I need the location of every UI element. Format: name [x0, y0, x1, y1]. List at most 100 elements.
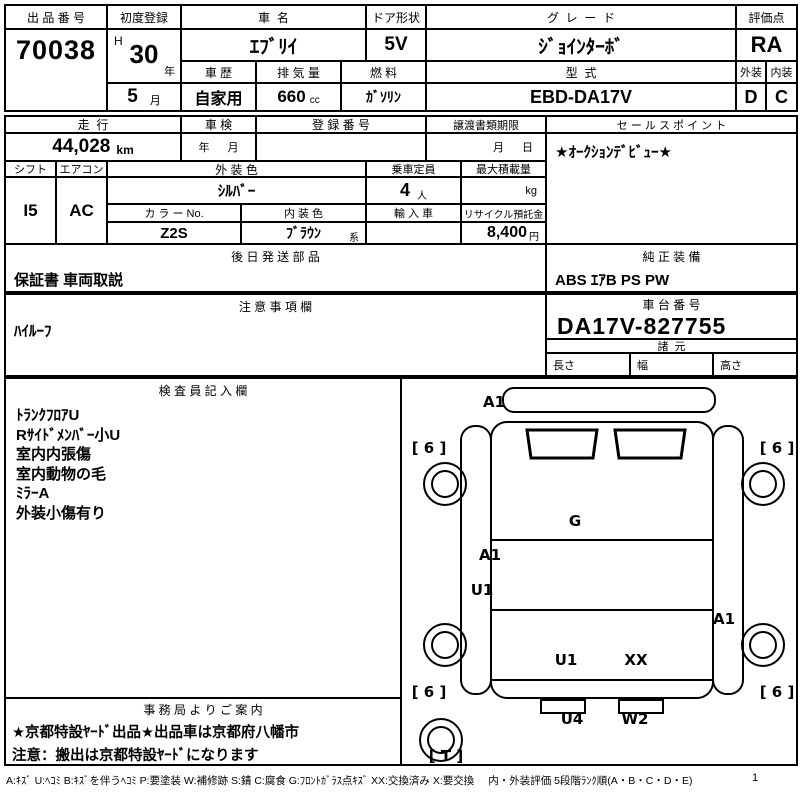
inspection-value-cell: 年 月: [180, 132, 257, 162]
door-shape-value: 5V: [365, 28, 427, 62]
diagram-mark: [ T ]: [428, 747, 464, 765]
model-code-value: EBD-DA17V: [425, 82, 737, 112]
genuine-equipment-section: 純 正 装 備 ABS ｴｱB PS PW: [545, 243, 798, 293]
color-number-label: カ ラ ー No.: [106, 203, 242, 223]
grade-label: グ レ ー ド: [425, 4, 737, 30]
car-outline-svg: [419, 387, 785, 762]
capacity-label: 乗車定員: [365, 160, 462, 178]
genuine-equipment-value: ABS ｴｱB PS PW: [555, 272, 670, 289]
first-registration-year-cell: H 30 年: [106, 28, 182, 84]
aircon-value: AC: [55, 176, 108, 245]
mileage-unit: km: [116, 142, 134, 157]
recycle-deposit-unit: 円: [529, 232, 539, 243]
inspection-year: 年: [198, 142, 210, 154]
model-code-label: 型 式: [425, 60, 737, 84]
inspector-note: 外装小傷有り: [16, 504, 107, 522]
color-number-value: Z2S: [106, 221, 242, 245]
import-label: 輸 入 車: [365, 203, 462, 223]
fuel-label: 燃 料: [340, 60, 427, 84]
inspector-label: 検 査 員 記 入 欄: [158, 384, 248, 398]
chassis-number-label: 車 台 番 号: [642, 298, 701, 312]
later-parts-value: 保証書 車両取説: [14, 272, 124, 289]
shift-value: I5: [4, 176, 57, 245]
month-suffix: 月: [149, 95, 161, 107]
history-label: 車 歴: [180, 60, 257, 84]
chassis-number-section: 車 台 番 号 DA17V-827755: [545, 293, 798, 340]
auction-number-label: 出 品 番 号: [4, 4, 108, 30]
caution-label: 注 意 事 項 欄: [238, 300, 313, 314]
caution-value: ﾊｲﾙｰﾌ: [14, 323, 52, 340]
sales-point-value: ★ｵｰｸｼｮﾝﾃﾞﾋﾞｭｰ★: [545, 132, 798, 245]
mileage-value: 44,028: [52, 136, 111, 157]
registration-number-value: [255, 132, 427, 162]
interior-score-label: 内装: [765, 60, 798, 84]
later-parts-section: 後 日 発 送 部 品 保証書 車両取説: [4, 243, 547, 293]
interior-color-cell: ﾌﾞﾗｳﾝ 系: [240, 221, 367, 245]
year-suffix: 年: [164, 66, 175, 78]
capacity-cell: 4 人: [365, 176, 462, 205]
diagram-mark: [ 6 ]: [759, 683, 795, 701]
displacement-value: 660: [277, 87, 306, 106]
inspector-note: 室内動物の毛: [16, 465, 107, 483]
max-load-unit: kg: [460, 176, 547, 205]
office-notice-line2: 注意：搬出は京都特設ﾔｰﾄﾞになります: [12, 748, 259, 764]
diagram-mark: XX: [624, 651, 648, 669]
inspector-note: 室内内張傷: [16, 446, 92, 463]
displacement-cell: 660 cc: [255, 82, 342, 112]
auction-number-value: 70038: [4, 28, 108, 112]
legend-row: A:ｷｽﾞ U:ﾍｺﾐ B:ｷｽﾞを伴うﾍｺﾐ P:要塗装 W:補修跡 S:錆 …: [6, 773, 746, 788]
first-reg-year-value: 30: [129, 39, 159, 69]
later-parts-label: 後 日 発 送 部 品: [231, 250, 320, 264]
legend-codes: A:ｷｽﾞ U:ﾍｺﾐ B:ｷｽﾞを伴うﾍｺﾐ P:要塗装 W:補修跡 S:錆 …: [6, 775, 475, 787]
inspector-section: 検 査 員 記 入 欄 ﾄﾗﾝｸﾌﾛｱU Rｻｲﾄﾞﾒﾝﾊﾞｰ小U 室内内張傷 …: [4, 377, 402, 699]
displacement-unit: cc: [309, 95, 320, 106]
capacity-value: 4: [399, 180, 410, 200]
inspection-month: 月: [227, 142, 239, 154]
diagram-mark: A1: [712, 610, 736, 628]
interior-color-label: 内 装 色: [240, 203, 367, 223]
recycle-deposit-cell: 8,400 円: [460, 221, 547, 245]
diagram-mark: G: [568, 512, 582, 530]
inspector-notes: ﾄﾗﾝｸﾌﾛｱU Rｻｲﾄﾞﾒﾝﾊﾞｰ小U 室内内張傷 室内動物の毛 ﾐﾗｰA …: [6, 399, 400, 523]
interior-score-value: C: [765, 82, 798, 112]
era-letter: H: [114, 34, 123, 48]
diagram-mark: [ 6 ]: [411, 683, 447, 701]
shift-label: シフト: [4, 160, 57, 178]
legend-rank: 内・外装評価 5段階ﾗﾝｸ順(A・B・C・D・E): [488, 775, 693, 787]
inspector-note: Rｻｲﾄﾞﾒﾝﾊﾞｰ小U: [16, 426, 121, 444]
displacement-label: 排 気 量: [255, 60, 342, 84]
diagram-mark: [ 6 ]: [411, 439, 447, 457]
transfer-month: 月: [493, 142, 504, 154]
history-value: 自家用: [180, 82, 257, 112]
import-value: [365, 221, 462, 245]
diagram-mark: A1: [478, 546, 502, 564]
fuel-value: ｶﾞｿﾘﾝ: [340, 82, 427, 112]
diagram-mark: U1: [554, 651, 578, 669]
diagram-mark: W2: [621, 710, 649, 728]
transfer-day: 日: [522, 142, 533, 154]
recycle-deposit-value: 8,400: [486, 224, 527, 241]
mileage-cell: 44,028 km: [4, 132, 182, 162]
inspector-note: ﾄﾗﾝｸﾌﾛｱU: [16, 407, 80, 424]
transfer-docs-value-cell: 月 日: [425, 132, 547, 162]
office-notice-label: 事 務 局 よ り ご 案 内: [143, 703, 263, 717]
exterior-color-value: ｼﾙﾊﾞｰ: [106, 176, 367, 205]
door-shape-label: ドア形状: [365, 4, 427, 30]
office-notice-section: 事 務 局 よ り ご 案 内 ★京都特設ﾔｰﾄﾞ出品★出品車は京都府八幡市 注…: [4, 697, 402, 766]
interior-color-suffix: 系: [349, 233, 359, 244]
office-notice-line1: ★京都特設ﾔｰﾄﾞ出品★出品車は京都府八幡市: [12, 725, 299, 741]
first-reg-month-value: 5: [127, 86, 138, 107]
capacity-unit: 人: [417, 190, 427, 202]
interior-color-value: ﾌﾞﾗｳﾝ: [286, 225, 321, 241]
inspector-note: ﾐﾗｰA: [16, 485, 50, 502]
car-name-value: ｴﾌﾞﾘｲ: [180, 28, 367, 62]
grade-value: ｼﾞｮｲﾝﾀｰﾎﾞ: [425, 28, 737, 62]
genuine-equipment-label: 純 正 装 備: [642, 250, 701, 264]
car-name-label: 車 名: [180, 4, 367, 30]
diagram-mark: U1: [470, 581, 494, 599]
length-label: 長さ: [545, 352, 631, 377]
first-registration-month-cell: 5 月: [106, 82, 182, 112]
exterior-score-value: D: [735, 82, 767, 112]
